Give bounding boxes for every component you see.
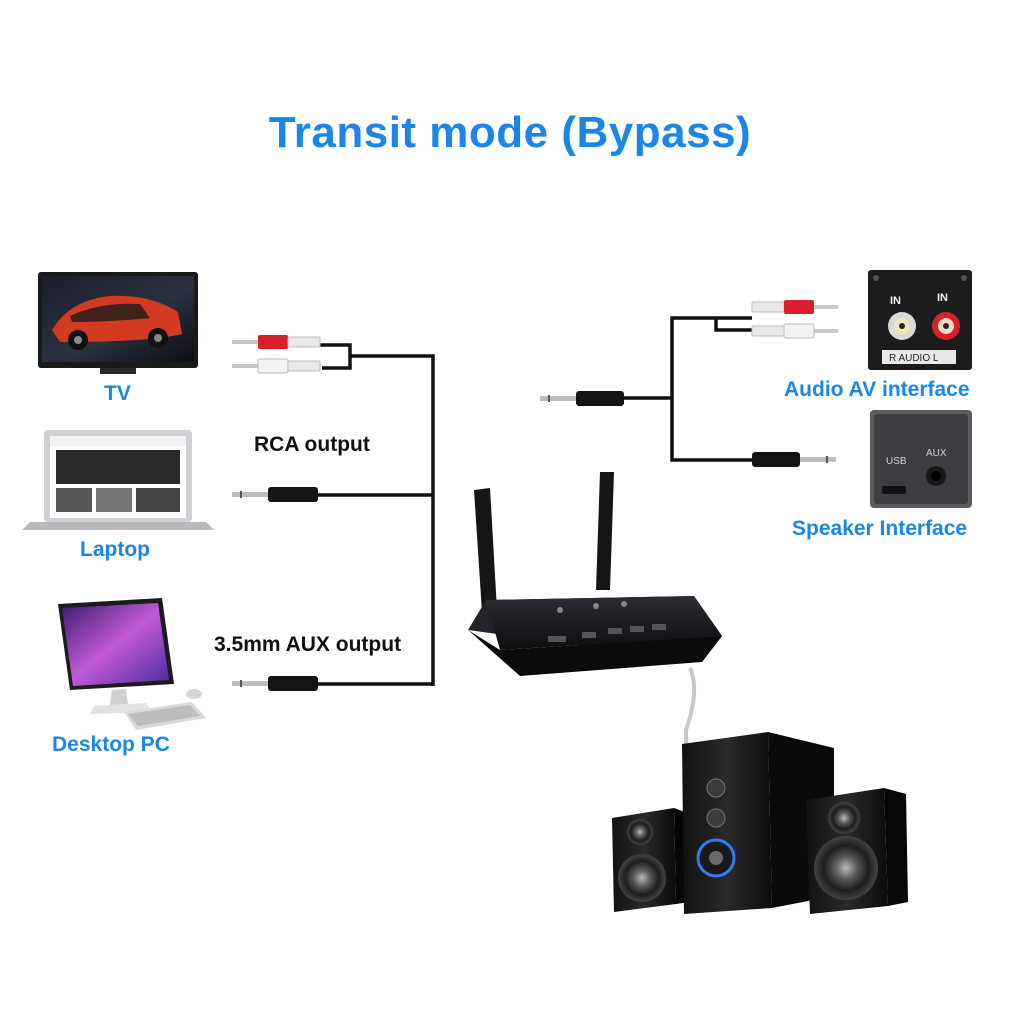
- aux-plug-speaker: [752, 452, 836, 467]
- aux-plug-laptop: [232, 487, 318, 502]
- speaker-cable: [684, 667, 697, 752]
- rca-plug-pair-left: [232, 335, 321, 374]
- page-title: Transit mode (Bypass): [268, 108, 752, 157]
- tv-label: TV: [104, 382, 131, 405]
- desktop-pc-illustration: [58, 598, 206, 730]
- audio-av-panel: [868, 270, 972, 370]
- left-cables: [318, 343, 435, 686]
- rca-plug-pair-right: [751, 300, 838, 339]
- speaker-system: [612, 732, 908, 914]
- desktop-pc-label: Desktop PC: [52, 733, 170, 756]
- rca-output-label: RCA output: [254, 433, 370, 456]
- aux-plug-center: [540, 391, 624, 406]
- bluetooth-transmitter-device: [468, 472, 722, 676]
- speaker-interface-panel: [870, 410, 972, 508]
- tv-illustration: [38, 272, 198, 374]
- laptop-label: Laptop: [80, 538, 150, 561]
- speaker-usb-label: USB: [886, 456, 907, 467]
- speaker-aux-label: AUX: [926, 448, 947, 459]
- aux-output-label: 3.5mm AUX output: [214, 633, 402, 656]
- av-in-left-label: IN: [890, 295, 901, 307]
- speaker-interface-label: Speaker Interface: [792, 517, 968, 540]
- right-cables: [624, 316, 752, 462]
- laptop-illustration: [22, 430, 214, 530]
- av-in-right-label: IN: [937, 292, 948, 304]
- aux-plug-desktop: [232, 676, 318, 691]
- audio-av-interface-label: Audio AV interface: [784, 378, 970, 401]
- av-strip-label: R AUDIO L: [889, 353, 939, 364]
